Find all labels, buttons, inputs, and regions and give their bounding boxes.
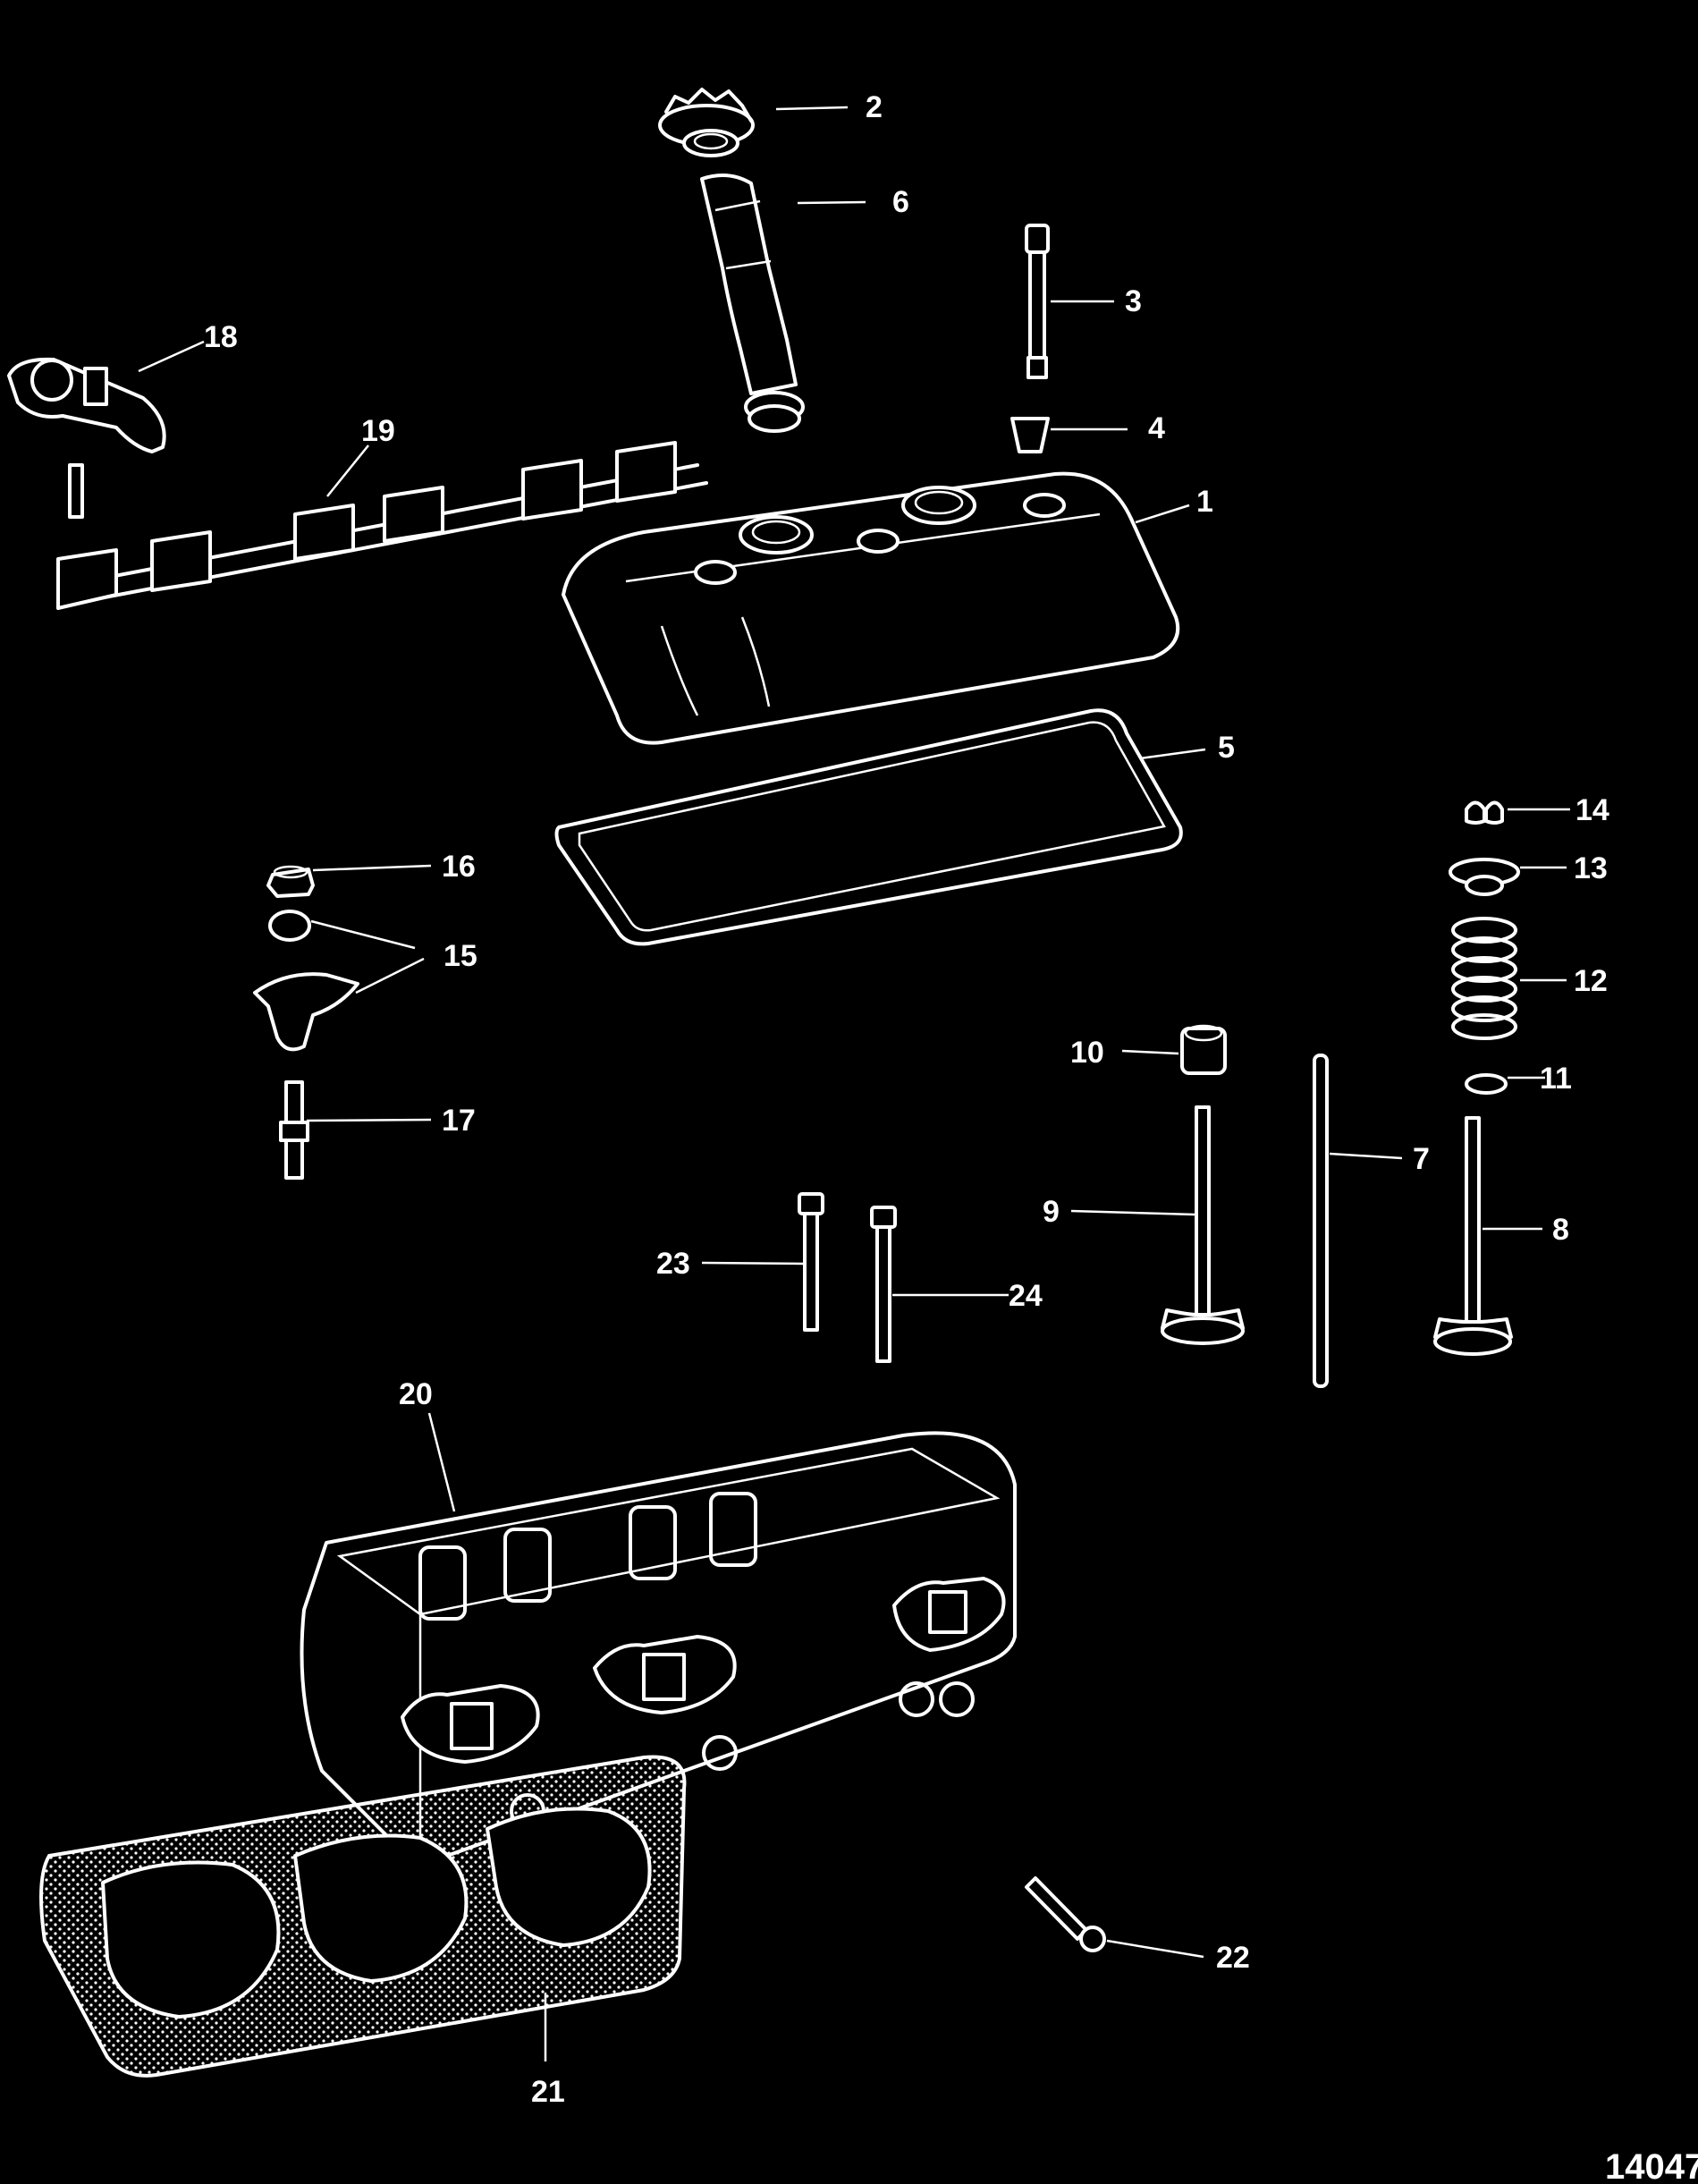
valve-spring-cap (1449, 858, 1520, 896)
callout-19: 19 (361, 414, 395, 448)
callouts: 1 2 3 4 5 6 7 8 9 10 11 12 13 14 15 16 1… (204, 90, 1609, 2109)
head-gasket (39, 1755, 687, 2078)
leader-lines (138, 106, 1570, 2061)
pivot-ball (268, 910, 311, 942)
rocker-cover-gasket (554, 708, 1183, 946)
head-bolt-long (870, 1206, 897, 1363)
callout-15: 15 (444, 939, 477, 973)
bolt (1025, 1876, 1106, 1952)
figure-number: 14047 (1605, 2147, 1698, 2184)
pushrod (1313, 1054, 1329, 1388)
callout-1: 1 (1196, 485, 1213, 519)
callout-20: 20 (399, 1377, 433, 1411)
valve-keepers (1465, 800, 1504, 825)
callout-14: 14 (1576, 793, 1609, 827)
valve-stem-seal (1180, 1024, 1227, 1075)
cylinder-head (300, 1431, 1017, 1860)
intake-valve (1161, 1105, 1245, 1345)
callout-16: 16 (442, 850, 476, 884)
callout-5: 5 (1218, 731, 1235, 765)
valve-shim (1465, 1073, 1508, 1095)
oil-filler-cap (658, 88, 755, 157)
callout-13: 13 (1574, 851, 1608, 885)
callout-4: 4 (1148, 411, 1165, 445)
oil-filler-tube (700, 174, 805, 433)
rocker-rail (56, 441, 708, 610)
rocker-arm-cover (562, 471, 1180, 745)
exhaust-valve (1433, 1116, 1513, 1356)
callout-2: 2 (866, 90, 883, 124)
callout-10: 10 (1070, 1036, 1104, 1070)
callout-17: 17 (442, 1104, 476, 1138)
callout-11: 11 (1540, 1062, 1572, 1096)
callout-22: 22 (1216, 1941, 1250, 1975)
hex-nut (266, 865, 315, 898)
rocker-cover-stud (1025, 224, 1050, 379)
grommet (1010, 417, 1050, 453)
callout-3: 3 (1125, 284, 1142, 318)
callout-7: 7 (1413, 1142, 1430, 1176)
rocker-stud (279, 1080, 309, 1180)
valve-spring (1451, 917, 1517, 1040)
head-bolt-short (798, 1192, 824, 1332)
callout-23: 23 (656, 1247, 690, 1281)
callout-8: 8 (1552, 1213, 1569, 1247)
callout-24: 24 (1009, 1279, 1043, 1313)
baffle-plate (253, 972, 359, 1052)
callout-18: 18 (204, 320, 238, 354)
callout-12: 12 (1574, 964, 1608, 998)
rocker-arm (7, 357, 166, 519)
callout-9: 9 (1043, 1195, 1060, 1229)
callout-21: 21 (531, 2075, 565, 2109)
callout-6: 6 (892, 185, 909, 219)
